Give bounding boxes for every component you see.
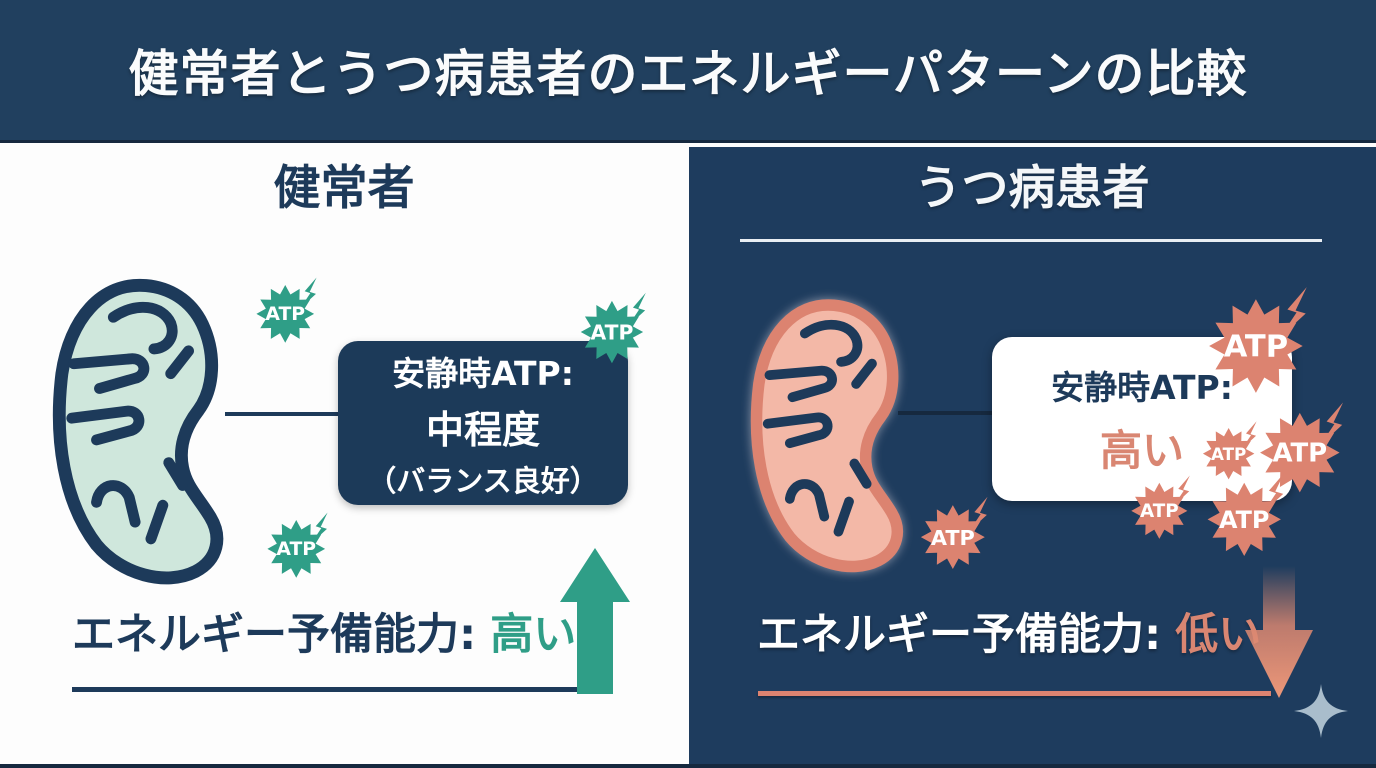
healthy-atp-box-line2: 中程度 xyxy=(425,407,540,452)
atp-burst-label: ATP xyxy=(590,321,633,345)
healthy-panel-heading: 健常者 xyxy=(273,161,415,216)
healthy-connector-line xyxy=(225,412,342,416)
up-arrow-icon xyxy=(560,548,630,694)
depressed-reserve-value: 低い xyxy=(1175,610,1262,660)
depressed-panel-heading: うつ病患者 xyxy=(914,161,1150,216)
depressed-heading-underline xyxy=(740,239,1322,242)
mitochondria-depressed-icon xyxy=(750,299,904,573)
atp-burst-label: ATP xyxy=(931,526,975,550)
healthy-atp-box-line3: （バランス良好） xyxy=(367,463,599,498)
sparkle-icon xyxy=(1294,684,1348,738)
mitochondria-healthy-icon xyxy=(52,278,224,585)
depressed-connector-line xyxy=(898,411,994,415)
atp-burst-label: ATP xyxy=(1140,501,1179,522)
healthy-reserve-value: 高い xyxy=(490,610,577,660)
healthy-reserve-underline xyxy=(72,687,578,692)
header: 健常者とうつ病患者のエネルギーパターンの比較 xyxy=(0,0,1376,143)
atp-burst-icon: ATP xyxy=(263,510,337,584)
healthy-atp-box-line1: 安静時ATP: xyxy=(392,353,574,393)
down-arrow-icon xyxy=(1245,566,1313,698)
depressed-reserve-row: エネルギー予備能力: 低い xyxy=(757,610,1262,660)
atp-burst-label: ATP xyxy=(1219,506,1269,534)
depressed-reserve-underline xyxy=(758,691,1271,696)
atp-burst-label: ATP xyxy=(1224,330,1288,365)
atp-burst-icon: ATP xyxy=(916,494,998,576)
page-title: 健常者とうつ病患者のエネルギーパターンの比較 xyxy=(128,45,1248,103)
depressed-atp-box-line1: 安静時ATP: xyxy=(1051,367,1233,407)
depressed-atp-box-line2: 高い xyxy=(1099,425,1184,475)
healthy-reserve-row: エネルギー予備能力: 高い xyxy=(72,610,577,660)
atp-burst-label: ATP xyxy=(1272,438,1327,468)
depressed-reserve-label: エネルギー予備能力: xyxy=(757,610,1162,660)
bottom-edge xyxy=(0,764,1376,768)
atp-burst-icon: ATP xyxy=(252,275,326,349)
atp-burst-icon: ATP xyxy=(1254,399,1356,501)
healthy-atp-box: 安静時ATP: 中程度 （バランス良好） xyxy=(338,341,628,505)
atp-burst-icon: ATP xyxy=(1202,470,1296,564)
atp-burst-label: ATP xyxy=(1211,444,1246,464)
atp-burst-icon: ATP xyxy=(1202,283,1322,403)
atp-burst-icon: ATP xyxy=(576,290,656,370)
atp-burst-label: ATP xyxy=(276,539,316,560)
depressed-atp-box: 安静時ATP: 高い xyxy=(992,337,1292,501)
atp-burst-icon: ATP xyxy=(1127,473,1199,545)
atp-burst-label: ATP xyxy=(265,304,305,325)
atp-burst-icon: ATP xyxy=(1199,419,1265,485)
healthy-reserve-label: エネルギー予備能力: xyxy=(72,610,477,660)
